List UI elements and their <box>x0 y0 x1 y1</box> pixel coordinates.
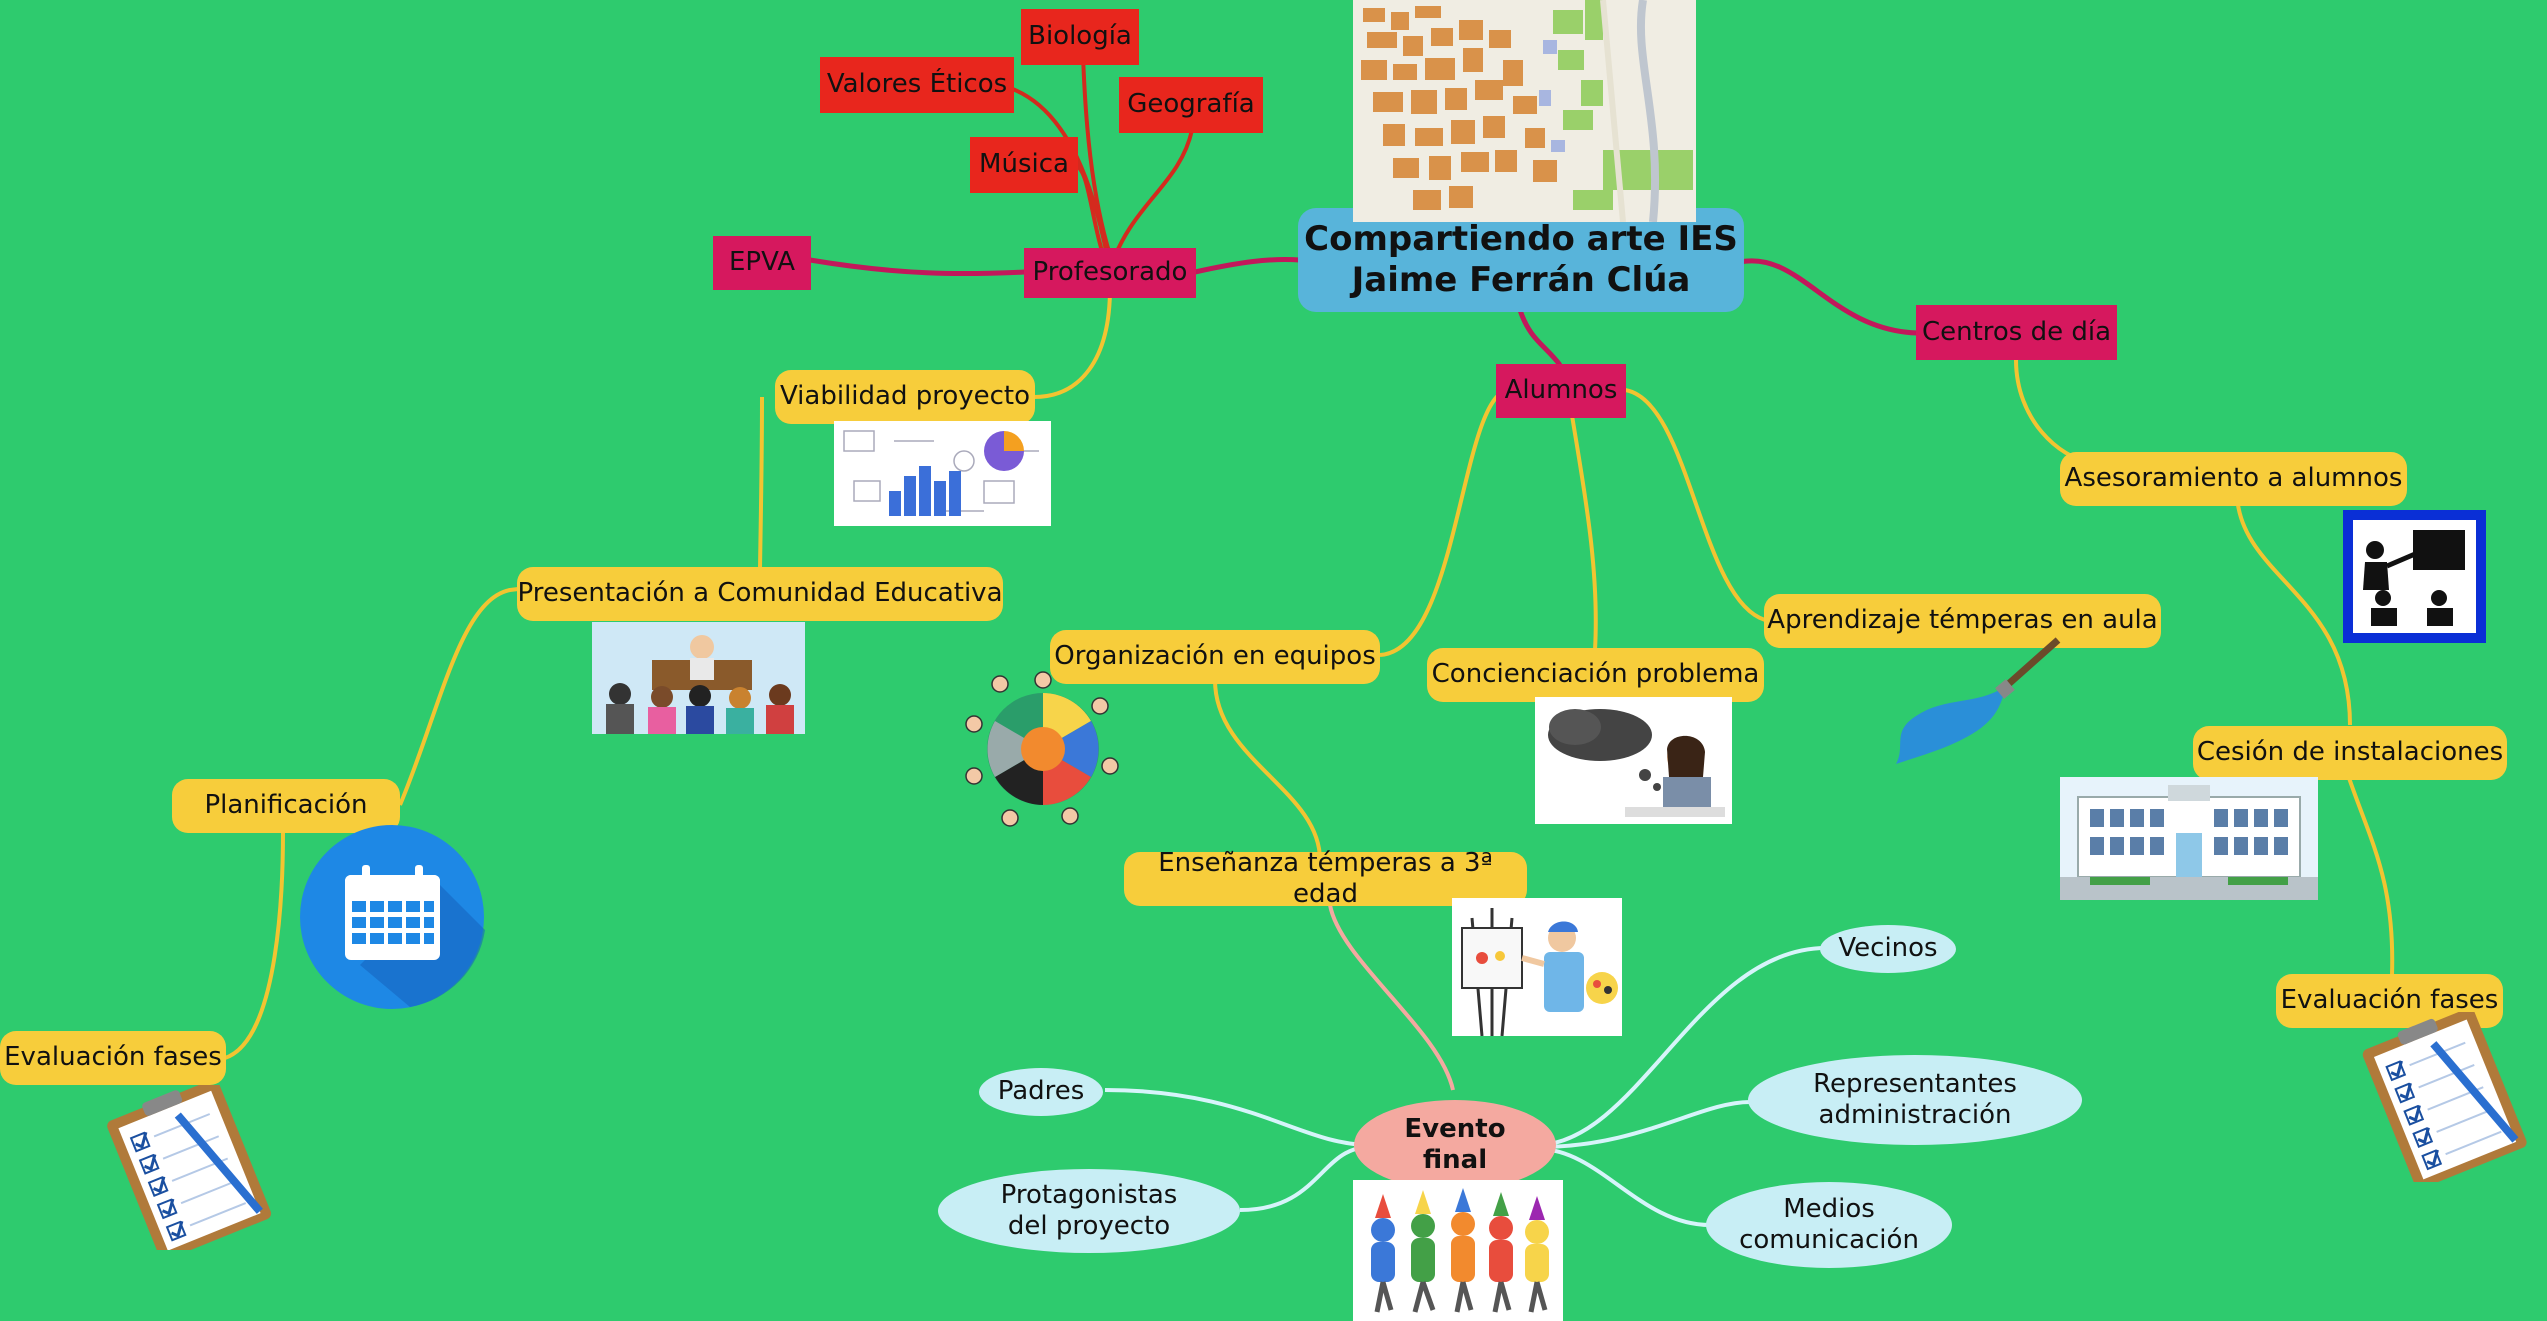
topic-organizacion-equipos-label: Organización en equipos <box>1054 641 1376 672</box>
subject-valores-eticos-label: Valores Éticos <box>826 69 1008 100</box>
audience-meeting-image <box>592 622 805 734</box>
topic-cesion-instalaciones-label: Cesión de instalaciones <box>2196 737 2504 768</box>
leaf-representantes[interactable]: Representantes administración <box>1748 1055 2082 1145</box>
business-chart-image <box>834 421 1051 526</box>
subject-musica-label: Música <box>979 149 1069 180</box>
school-building-image <box>2060 777 2318 900</box>
topic-aprendizaje-temperas[interactable]: Aprendizaje témperas en aula <box>1764 594 2161 648</box>
subject-biologia[interactable]: Biología <box>1021 9 1139 65</box>
central-topic[interactable]: Compartiendo arte IES Jaime Ferrán Clúa <box>1298 208 1744 312</box>
painter-artist-image <box>1452 898 1622 1037</box>
topic-ensenanza-temperas-label: Enseñanza témperas a 3ª edad <box>1158 847 1493 909</box>
topic-planificacion-label: Planificación <box>204 790 368 821</box>
celebration-people-image <box>1353 1180 1563 1321</box>
leaf-vecinos-label: Vecinos <box>1838 933 1938 964</box>
topic-evaluacion-fases-right-label: Evaluación fases <box>2280 985 2499 1016</box>
topic-planificacion[interactable]: Planificación <box>172 779 400 833</box>
topic-asesoramiento-alumnos-label: Asesoramiento a alumnos <box>2064 463 2403 494</box>
leaf-vecinos[interactable]: Vecinos <box>1820 925 1956 973</box>
subject-biologia-label: Biología <box>1028 21 1132 52</box>
leaf-representantes-line-1: Representantes <box>1813 1068 2017 1099</box>
subject-valores-eticos[interactable]: Valores Éticos <box>820 57 1014 113</box>
leaf-protagonistas[interactable]: Protagonistas del proyecto <box>938 1169 1240 1253</box>
leaf-protagonistas-line-2: del proyecto <box>1007 1211 1171 1241</box>
topic-concienciacion-problema-label: Concienciación problema <box>1431 659 1760 690</box>
branch-centros-de-dia[interactable]: Centros de día <box>1916 305 2117 360</box>
leaf-representantes-line-2: administración <box>1818 1100 2012 1130</box>
subject-geografia[interactable]: Geografía <box>1119 77 1263 133</box>
topic-evaluacion-fases-left-label: Evaluación fases <box>4 1042 222 1073</box>
leaf-protagonistas-line-1: Protagonistas <box>1000 1179 1178 1210</box>
central-title-line-1: Compartiendo arte IES <box>1304 219 1738 260</box>
branch-alumnos-label: Alumnos <box>1504 375 1618 406</box>
city-map-image <box>1353 0 1696 223</box>
branch-profesorado-label: Profesorado <box>1032 257 1188 288</box>
thinking-student-image <box>1535 697 1732 824</box>
leaf-medios-line-1: Medios <box>1783 1193 1875 1224</box>
central-title-line-2: Jaime Ferrán Clúa <box>1351 260 1691 300</box>
checklist-clipboard-icon-right <box>2340 1008 2547 1189</box>
branch-profesorado[interactable]: Profesorado <box>1024 248 1196 298</box>
branch-centros-de-dia-label: Centros de día <box>1921 316 2112 347</box>
topic-cesion-instalaciones[interactable]: Cesión de instalaciones <box>2193 726 2507 780</box>
evento-line-2: final <box>1422 1145 1488 1175</box>
paintbrush-icon <box>1886 636 2066 766</box>
leaf-padres[interactable]: Padres <box>979 1068 1103 1116</box>
subject-musica[interactable]: Música <box>970 137 1078 193</box>
leaf-medios[interactable]: Medios comunicación <box>1706 1182 1952 1268</box>
leaf-padres-label: Padres <box>997 1076 1085 1107</box>
topic-ensenanza-temperas[interactable]: Enseñanza témperas a 3ª edad <box>1124 848 1527 909</box>
team-circle-image <box>960 666 1126 832</box>
subject-epva[interactable]: EPVA <box>713 236 811 290</box>
topic-concienciacion-problema[interactable]: Concienciación problema <box>1427 648 1764 702</box>
topic-viabilidad-proyecto[interactable]: Viabilidad proyecto <box>775 370 1035 424</box>
calendar-icon <box>300 825 485 1010</box>
subject-epva-label: EPVA <box>728 247 795 278</box>
subject-geografia-label: Geografía <box>1127 89 1255 120</box>
topic-viabilidad-proyecto-label: Viabilidad proyecto <box>779 381 1031 412</box>
checklist-clipboard-icon <box>88 1079 288 1260</box>
teacher-classroom-icon <box>2343 510 2486 643</box>
topic-asesoramiento-alumnos[interactable]: Asesoramiento a alumnos <box>2060 452 2407 506</box>
evento-line-1: Evento <box>1404 1113 1506 1144</box>
branch-alumnos[interactable]: Alumnos <box>1496 364 1626 418</box>
topic-aprendizaje-temperas-label: Aprendizaje témperas en aula <box>1767 605 2158 636</box>
topic-presentacion[interactable]: Presentación a Comunidad Educativa <box>517 567 1003 621</box>
leaf-medios-line-2: comunicación <box>1739 1225 1919 1255</box>
topic-evaluacion-fases-left[interactable]: Evaluación fases <box>0 1031 226 1085</box>
topic-organizacion-equipos[interactable]: Organización en equipos <box>1050 630 1380 684</box>
topic-evento-final[interactable]: Evento final <box>1354 1100 1556 1190</box>
topic-presentacion-label: Presentación a Comunidad Educativa <box>517 578 1003 609</box>
